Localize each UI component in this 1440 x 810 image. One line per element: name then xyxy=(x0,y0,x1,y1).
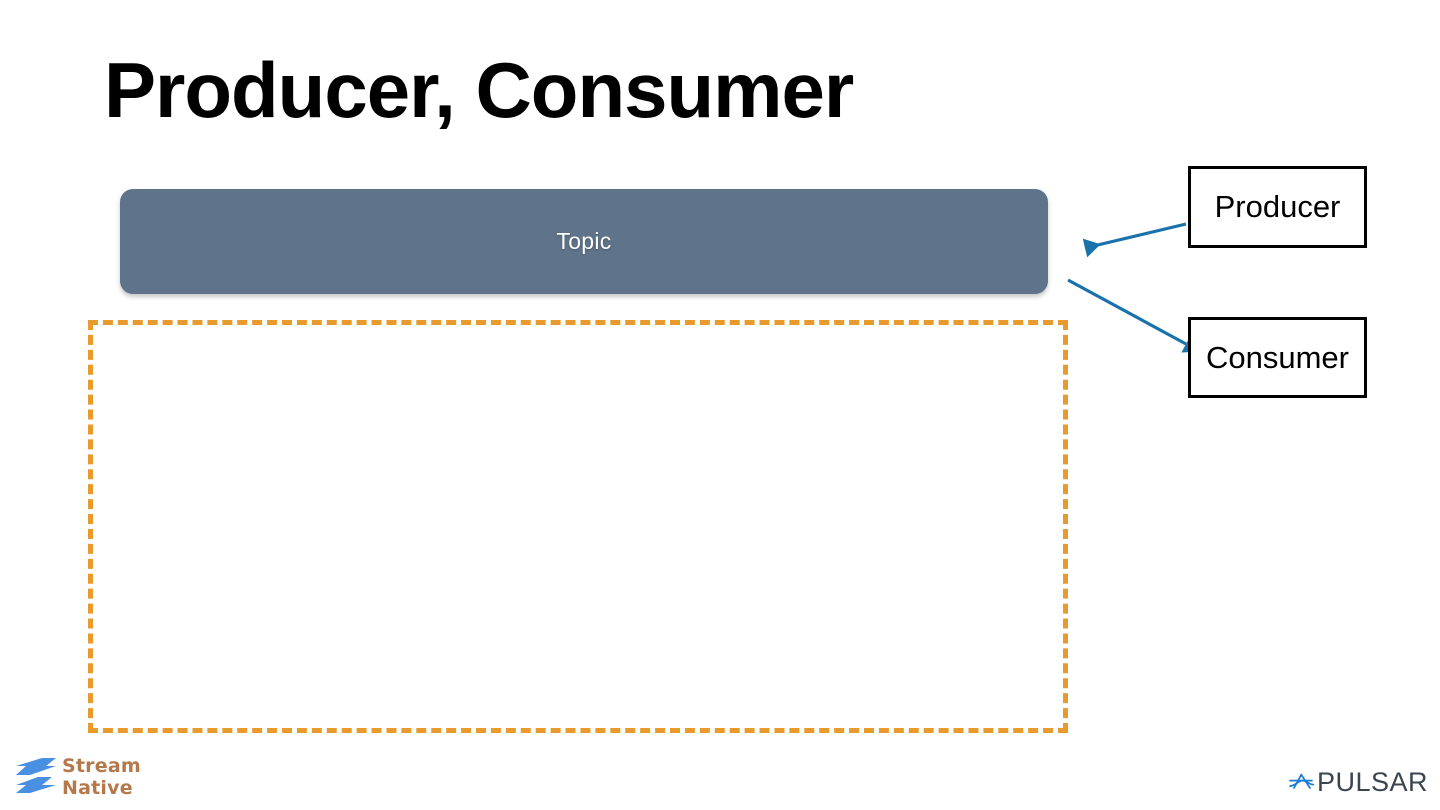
callout-consumer-label: Consumer xyxy=(1206,339,1349,375)
callout-producer[interactable]: Producer xyxy=(1188,166,1367,248)
subscription-region xyxy=(88,320,1068,733)
page-title: Producer, Consumer xyxy=(104,46,854,134)
arrow-topic-to-consumer xyxy=(1067,278,1201,353)
callout-consumer[interactable]: Consumer xyxy=(1188,317,1367,398)
streamnative-wordmark: Stream Native xyxy=(62,755,141,799)
streamnative-mark-icon xyxy=(16,758,56,793)
arrow-producer-to-topic xyxy=(1082,222,1187,258)
pulsar-logo: PULSAR xyxy=(1288,764,1428,800)
pulsar-mark-icon xyxy=(1289,773,1315,789)
topic-box[interactable]: Topic xyxy=(120,189,1048,294)
streamnative-logo: Stream Native xyxy=(12,752,172,802)
streamnative-line1: Stream xyxy=(62,755,141,777)
topic-label: Topic xyxy=(556,228,612,254)
streamnative-line2: Native xyxy=(62,777,133,799)
callout-producer-label: Producer xyxy=(1214,189,1341,224)
pulsar-wordmark: PULSAR xyxy=(1316,767,1428,797)
